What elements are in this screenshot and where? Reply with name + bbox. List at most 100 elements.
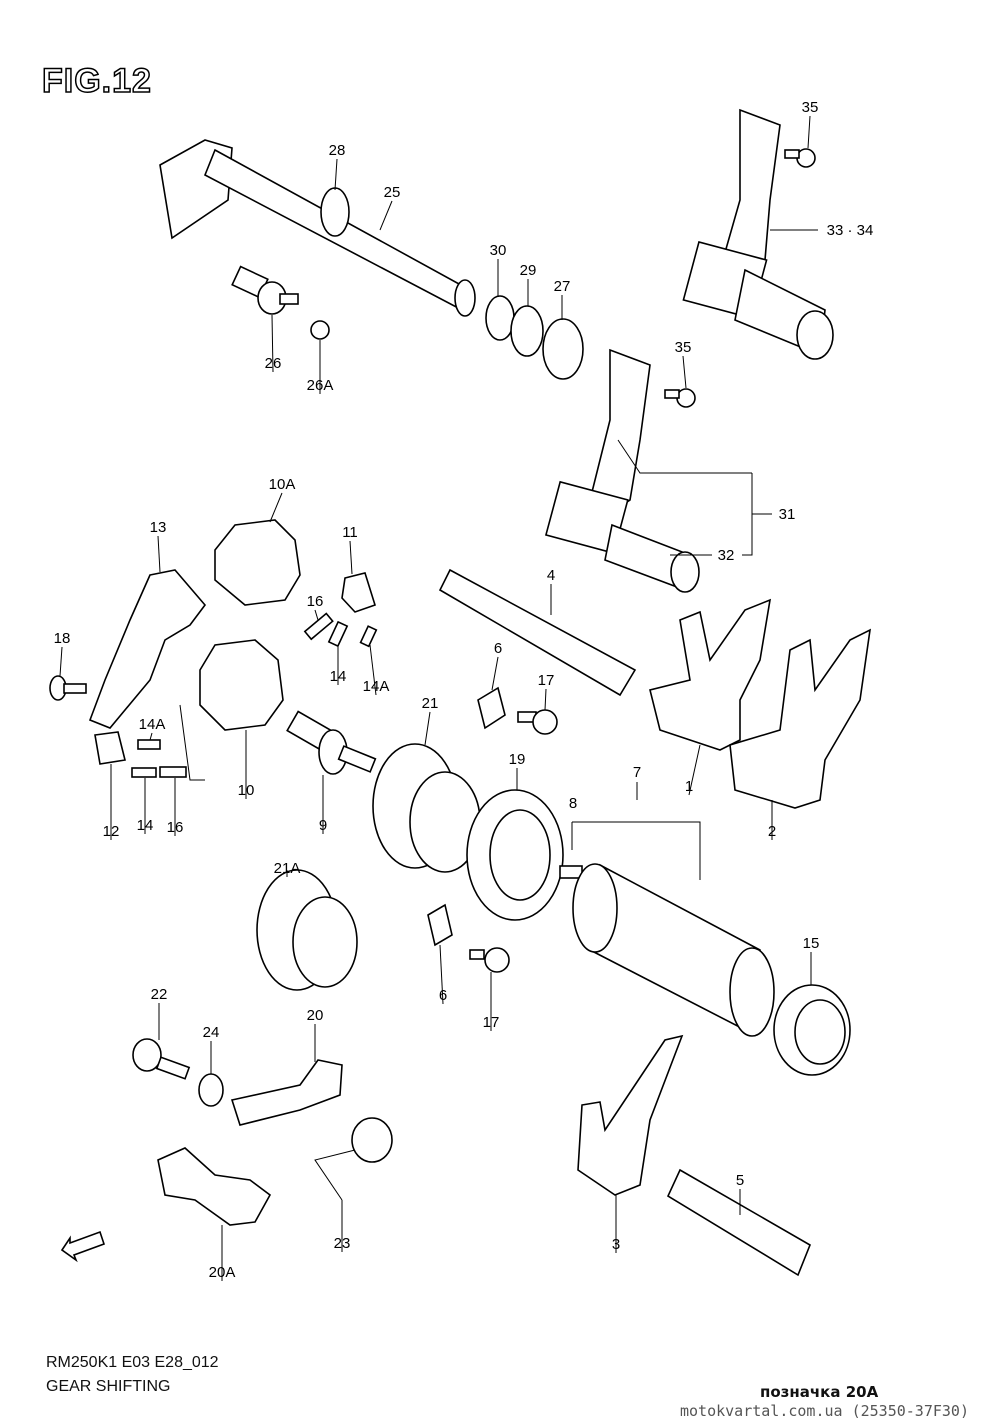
cam-driven-gear-10 bbox=[199, 639, 284, 731]
callout-label: 26 bbox=[265, 355, 282, 372]
callout-label: 21A bbox=[274, 860, 301, 877]
shift-fork-3 bbox=[577, 1034, 684, 1196]
callout-label: 20A bbox=[209, 1264, 236, 1281]
leader-line bbox=[149, 732, 153, 741]
circlip-30 bbox=[485, 295, 515, 341]
washer-26a bbox=[310, 320, 330, 340]
screw-18 bbox=[49, 675, 87, 701]
callout-label: 14 bbox=[137, 817, 154, 834]
callout-label: 23 bbox=[334, 1235, 351, 1252]
gear-shift-cam-7 bbox=[572, 863, 775, 1037]
callout-label: 4 bbox=[547, 567, 555, 584]
callout-label: 24 bbox=[203, 1024, 220, 1041]
cam-guide-13 bbox=[88, 569, 207, 729]
cam-stopper-20a bbox=[157, 1147, 272, 1226]
part-tag: позначка 20A bbox=[760, 1383, 879, 1401]
callout-label: 17 bbox=[483, 1014, 500, 1031]
bolt-35 bbox=[784, 148, 816, 168]
gearshift-lever-31 bbox=[544, 348, 700, 593]
model-code: RM250K1 E03 E28_012 bbox=[46, 1354, 219, 1371]
bearing-19-inner bbox=[489, 809, 551, 901]
pawl-12 bbox=[94, 731, 126, 765]
callout-label: 7 bbox=[633, 764, 641, 781]
callout-label: 16 bbox=[167, 819, 184, 836]
watermark-text: motokvartal.com.ua (25350-37F30) bbox=[680, 1402, 969, 1420]
leader-lines bbox=[179, 229, 818, 880]
callout-label: 27 bbox=[554, 278, 571, 295]
leader-line bbox=[59, 646, 63, 677]
callout-label: 20 bbox=[307, 1007, 324, 1024]
spring-23-leg bbox=[314, 1149, 356, 1201]
spring-16 bbox=[303, 612, 334, 641]
callout-label: 14A bbox=[139, 716, 166, 733]
callout-label: 10A bbox=[269, 476, 296, 493]
fork-shaft-4 bbox=[438, 568, 637, 697]
leader-line bbox=[544, 688, 547, 711]
callout-label: 2 bbox=[768, 823, 776, 840]
leader-line bbox=[807, 115, 811, 149]
callout-label: 30 bbox=[490, 242, 507, 259]
leader-line bbox=[314, 609, 319, 621]
callout-label: 10 bbox=[238, 782, 255, 799]
pin-14-b bbox=[131, 767, 157, 778]
callout-label: 14 bbox=[330, 668, 347, 685]
front-arrow-icon bbox=[60, 1230, 106, 1263]
cam-driven-gear-10a bbox=[214, 519, 301, 606]
bolt-35b bbox=[664, 388, 696, 408]
pin-8 bbox=[559, 865, 583, 879]
leader-line bbox=[157, 535, 161, 573]
bearing-15-inner bbox=[794, 999, 846, 1065]
gearshift-shaft bbox=[159, 139, 476, 317]
spring-16b bbox=[159, 766, 187, 778]
callout-label: 22 bbox=[151, 986, 168, 1003]
callout-label: 15 bbox=[803, 935, 820, 952]
cam-stopper-bolt-9 bbox=[286, 710, 377, 775]
bolt-22 bbox=[132, 1038, 191, 1080]
leader-line bbox=[688, 744, 701, 796]
leader-line bbox=[349, 540, 353, 575]
callout-label: 16 bbox=[307, 593, 324, 610]
callout-label: 12 bbox=[103, 823, 120, 840]
leader-line bbox=[379, 200, 393, 231]
washer-29 bbox=[510, 305, 544, 357]
callout-label: 19 bbox=[509, 751, 526, 768]
callout-label: 26A bbox=[307, 377, 334, 394]
cam-stopper-20 bbox=[230, 1059, 343, 1126]
callout-label: 21 bbox=[422, 695, 439, 712]
leader-line bbox=[682, 355, 687, 389]
callout-label: 25 bbox=[384, 184, 401, 201]
gear-shift-cam-21a-face bbox=[292, 896, 358, 988]
pin-14 bbox=[327, 620, 349, 648]
pin-14a bbox=[359, 625, 378, 648]
screw-17b bbox=[469, 947, 510, 973]
pawl-11 bbox=[341, 572, 376, 613]
callout-label: 33 · 34 bbox=[827, 222, 874, 239]
leader-line bbox=[271, 314, 274, 373]
leader-line bbox=[369, 644, 377, 696]
callout-label: 11 bbox=[342, 524, 358, 541]
callout-label: 35 bbox=[802, 99, 819, 116]
leader-line bbox=[269, 492, 283, 523]
oil-seal-27 bbox=[542, 318, 584, 380]
leader-line bbox=[424, 711, 431, 746]
stopper-6 bbox=[477, 686, 506, 730]
callout-label: 13 bbox=[150, 519, 167, 536]
shift-fork-2 bbox=[729, 628, 872, 809]
callout-label: 14A bbox=[363, 678, 390, 695]
gearshift-lever-33-34 bbox=[682, 108, 834, 360]
spring-23 bbox=[351, 1117, 393, 1163]
bolt-26 bbox=[231, 265, 299, 315]
washer-24 bbox=[198, 1073, 224, 1107]
callout-label: 32 bbox=[718, 547, 735, 564]
callout-label: 31 bbox=[779, 506, 796, 523]
callout-label: 1 bbox=[685, 778, 693, 795]
figure-title: FIG.12 bbox=[41, 61, 152, 101]
figure-subtitle: GEAR SHIFTING bbox=[46, 1378, 171, 1395]
leader-line bbox=[334, 158, 338, 191]
leader-line bbox=[439, 944, 444, 1005]
callout-label: 18 bbox=[54, 630, 71, 647]
callout-label: 35 bbox=[675, 339, 692, 356]
callout-label: 17 bbox=[538, 672, 555, 689]
